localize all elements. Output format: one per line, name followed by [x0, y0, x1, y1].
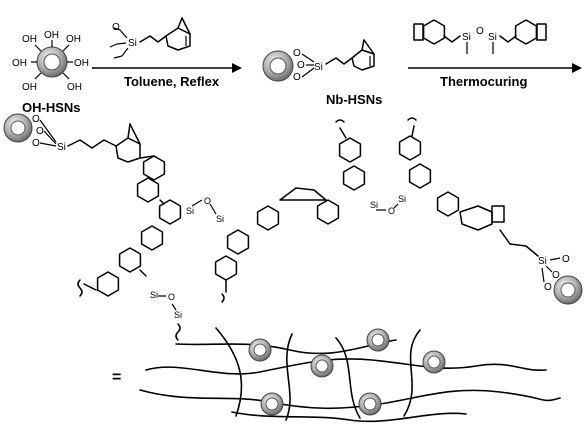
nb-hsns-particle	[262, 50, 294, 82]
svg-text:Si: Si	[186, 206, 194, 216]
nb-hsns-label: Nb-HSNs	[326, 92, 382, 107]
network-backbone-right: Si O O O	[398, 117, 570, 293]
svg-text:Si: Si	[57, 142, 66, 153]
hydroxyl-label: OH	[44, 30, 59, 41]
nanoparticle	[358, 392, 382, 416]
svg-text:Si: Si	[488, 32, 497, 43]
svg-text:Si: Si	[150, 290, 158, 300]
reaction-arrow-2	[408, 63, 582, 73]
svg-text:Si: Si	[538, 256, 547, 267]
svg-text:Si: Si	[370, 200, 378, 210]
hydroxyl-label: OH	[74, 58, 89, 69]
step1-conditions: Toluene, Reflex	[124, 74, 220, 89]
svg-text:O: O	[562, 254, 570, 265]
hydroxyl-label: OH	[67, 82, 82, 93]
svg-text:O: O	[204, 196, 211, 206]
nanoparticle	[260, 392, 284, 416]
hydroxyl-label: OH	[22, 82, 37, 93]
hydroxyl-label: OH	[12, 58, 27, 69]
nanoparticle	[248, 338, 272, 362]
nb-hsns-linker: O O O Si	[293, 39, 375, 83]
bcb-siloxane-reagent: Si O Si	[413, 19, 547, 54]
svg-text:O: O	[36, 126, 44, 137]
nanoparticle	[422, 350, 446, 374]
svg-text:O: O	[552, 270, 560, 281]
equals-sign: =	[112, 369, 121, 386]
hydroxyl-label: OH	[22, 34, 37, 45]
svg-text:Si: Si	[462, 32, 471, 43]
svg-text:O: O	[168, 292, 175, 302]
network-linker-left: O O O Si	[32, 114, 141, 163]
network-particle-left	[3, 113, 33, 143]
svg-text:O: O	[32, 138, 40, 149]
oh-hsns-particle: OH OH OH OH OH OH OH	[12, 30, 89, 93]
hydroxyl-label: OH	[66, 34, 81, 45]
step2-conditions: Thermocuring	[440, 74, 527, 89]
svg-text:Si: Si	[216, 214, 224, 224]
nanoparticle	[310, 354, 334, 378]
nanoparticle	[366, 328, 390, 352]
svg-text:O: O	[32, 114, 40, 125]
svg-text:Si: Si	[398, 194, 406, 204]
svg-text:O: O	[293, 72, 301, 83]
svg-text:Si: Si	[174, 310, 182, 320]
oh-hsns-label: OH-HSNs	[22, 100, 81, 115]
silicon-atom: Si	[314, 62, 323, 73]
silicon-atom: Si	[128, 38, 137, 49]
svg-text:O: O	[476, 26, 484, 37]
silica-nanoparticles	[248, 328, 446, 416]
svg-text:O: O	[297, 60, 305, 71]
reaction-arrow-1	[92, 63, 242, 73]
silane-reagent: Si	[109, 17, 191, 59]
svg-text:O: O	[293, 48, 301, 59]
svg-text:O: O	[388, 206, 395, 216]
oxygen-atom: O	[112, 22, 120, 33]
svg-text:O: O	[544, 282, 552, 293]
network-backbone-center: Si O Si	[214, 119, 406, 303]
polymer-chains	[139, 327, 561, 423]
network-backbone-left: Si O Si Si O Si	[77, 155, 224, 341]
network-particle-right	[553, 275, 583, 305]
